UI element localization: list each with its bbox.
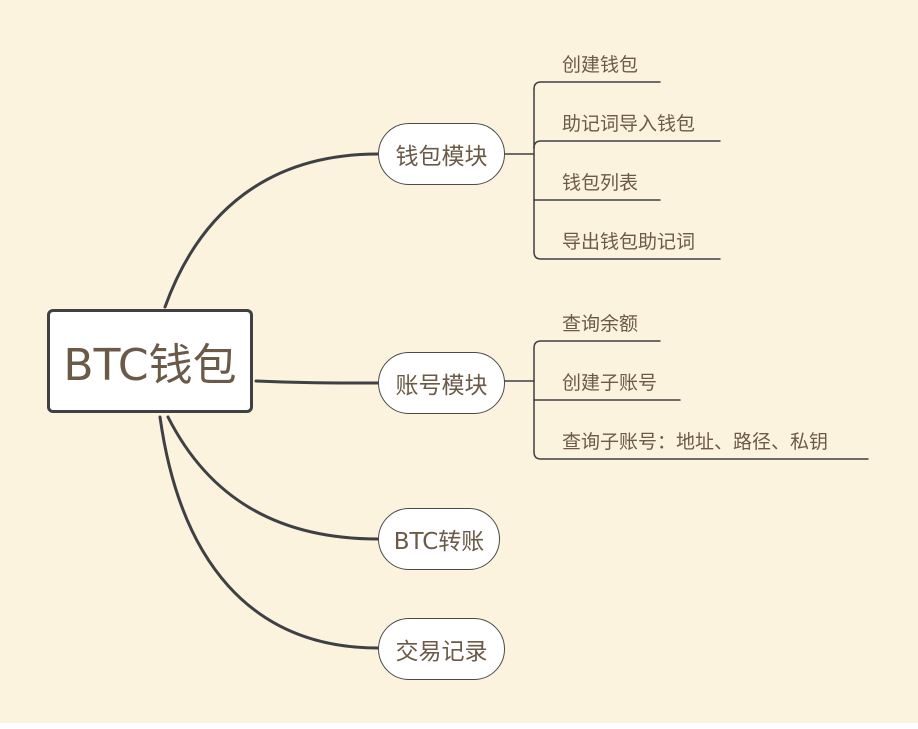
branch-node-btc-transfer[interactable]: BTC转账 xyxy=(378,508,500,570)
connector-leaf-export-wallet-mnemonic xyxy=(533,251,721,260)
root-node[interactable]: BTC钱包 xyxy=(47,309,253,413)
branch-node-transaction-records[interactable]: 交易记录 xyxy=(378,618,505,680)
leaf-query-balance[interactable]: 查询余额 xyxy=(562,313,639,335)
leaf-import-wallet-mnemonic[interactable]: 助记词导入钱包 xyxy=(562,113,696,135)
branch-node-label: 账号模块 xyxy=(395,373,488,399)
branch-node-label: 交易记录 xyxy=(395,639,488,665)
branch-node-wallet-module[interactable]: 钱包模块 xyxy=(378,123,505,185)
connector-leaf-query-sub-account xyxy=(533,451,869,460)
leaf-create-wallet[interactable]: 创建钱包 xyxy=(562,54,639,76)
connector-root-account-module xyxy=(254,379,380,385)
connector-leaf-create-wallet xyxy=(533,81,661,90)
branch-node-label: BTC转账 xyxy=(393,529,485,555)
connector-root-wallet-module xyxy=(163,152,380,309)
branch-node-account-module[interactable]: 账号模块 xyxy=(378,352,505,414)
leaf-create-sub-account[interactable]: 创建子账号 xyxy=(562,372,658,394)
branch-node-label: 钱包模块 xyxy=(395,144,488,170)
connector-leaf-import-wallet-mnemonic xyxy=(533,140,721,149)
root-node-label: BTC钱包 xyxy=(63,340,237,391)
connector-root-transaction-records xyxy=(158,415,380,650)
connector-leaf-query-balance xyxy=(533,340,661,349)
leaf-query-sub-account[interactable]: 查询子账号：地址、路径、私钥 xyxy=(562,431,829,453)
leaf-export-wallet-mnemonic[interactable]: 导出钱包助记词 xyxy=(562,231,696,253)
connector-root-btc-transfer xyxy=(166,415,380,541)
leaf-wallet-list[interactable]: 钱包列表 xyxy=(562,172,639,194)
